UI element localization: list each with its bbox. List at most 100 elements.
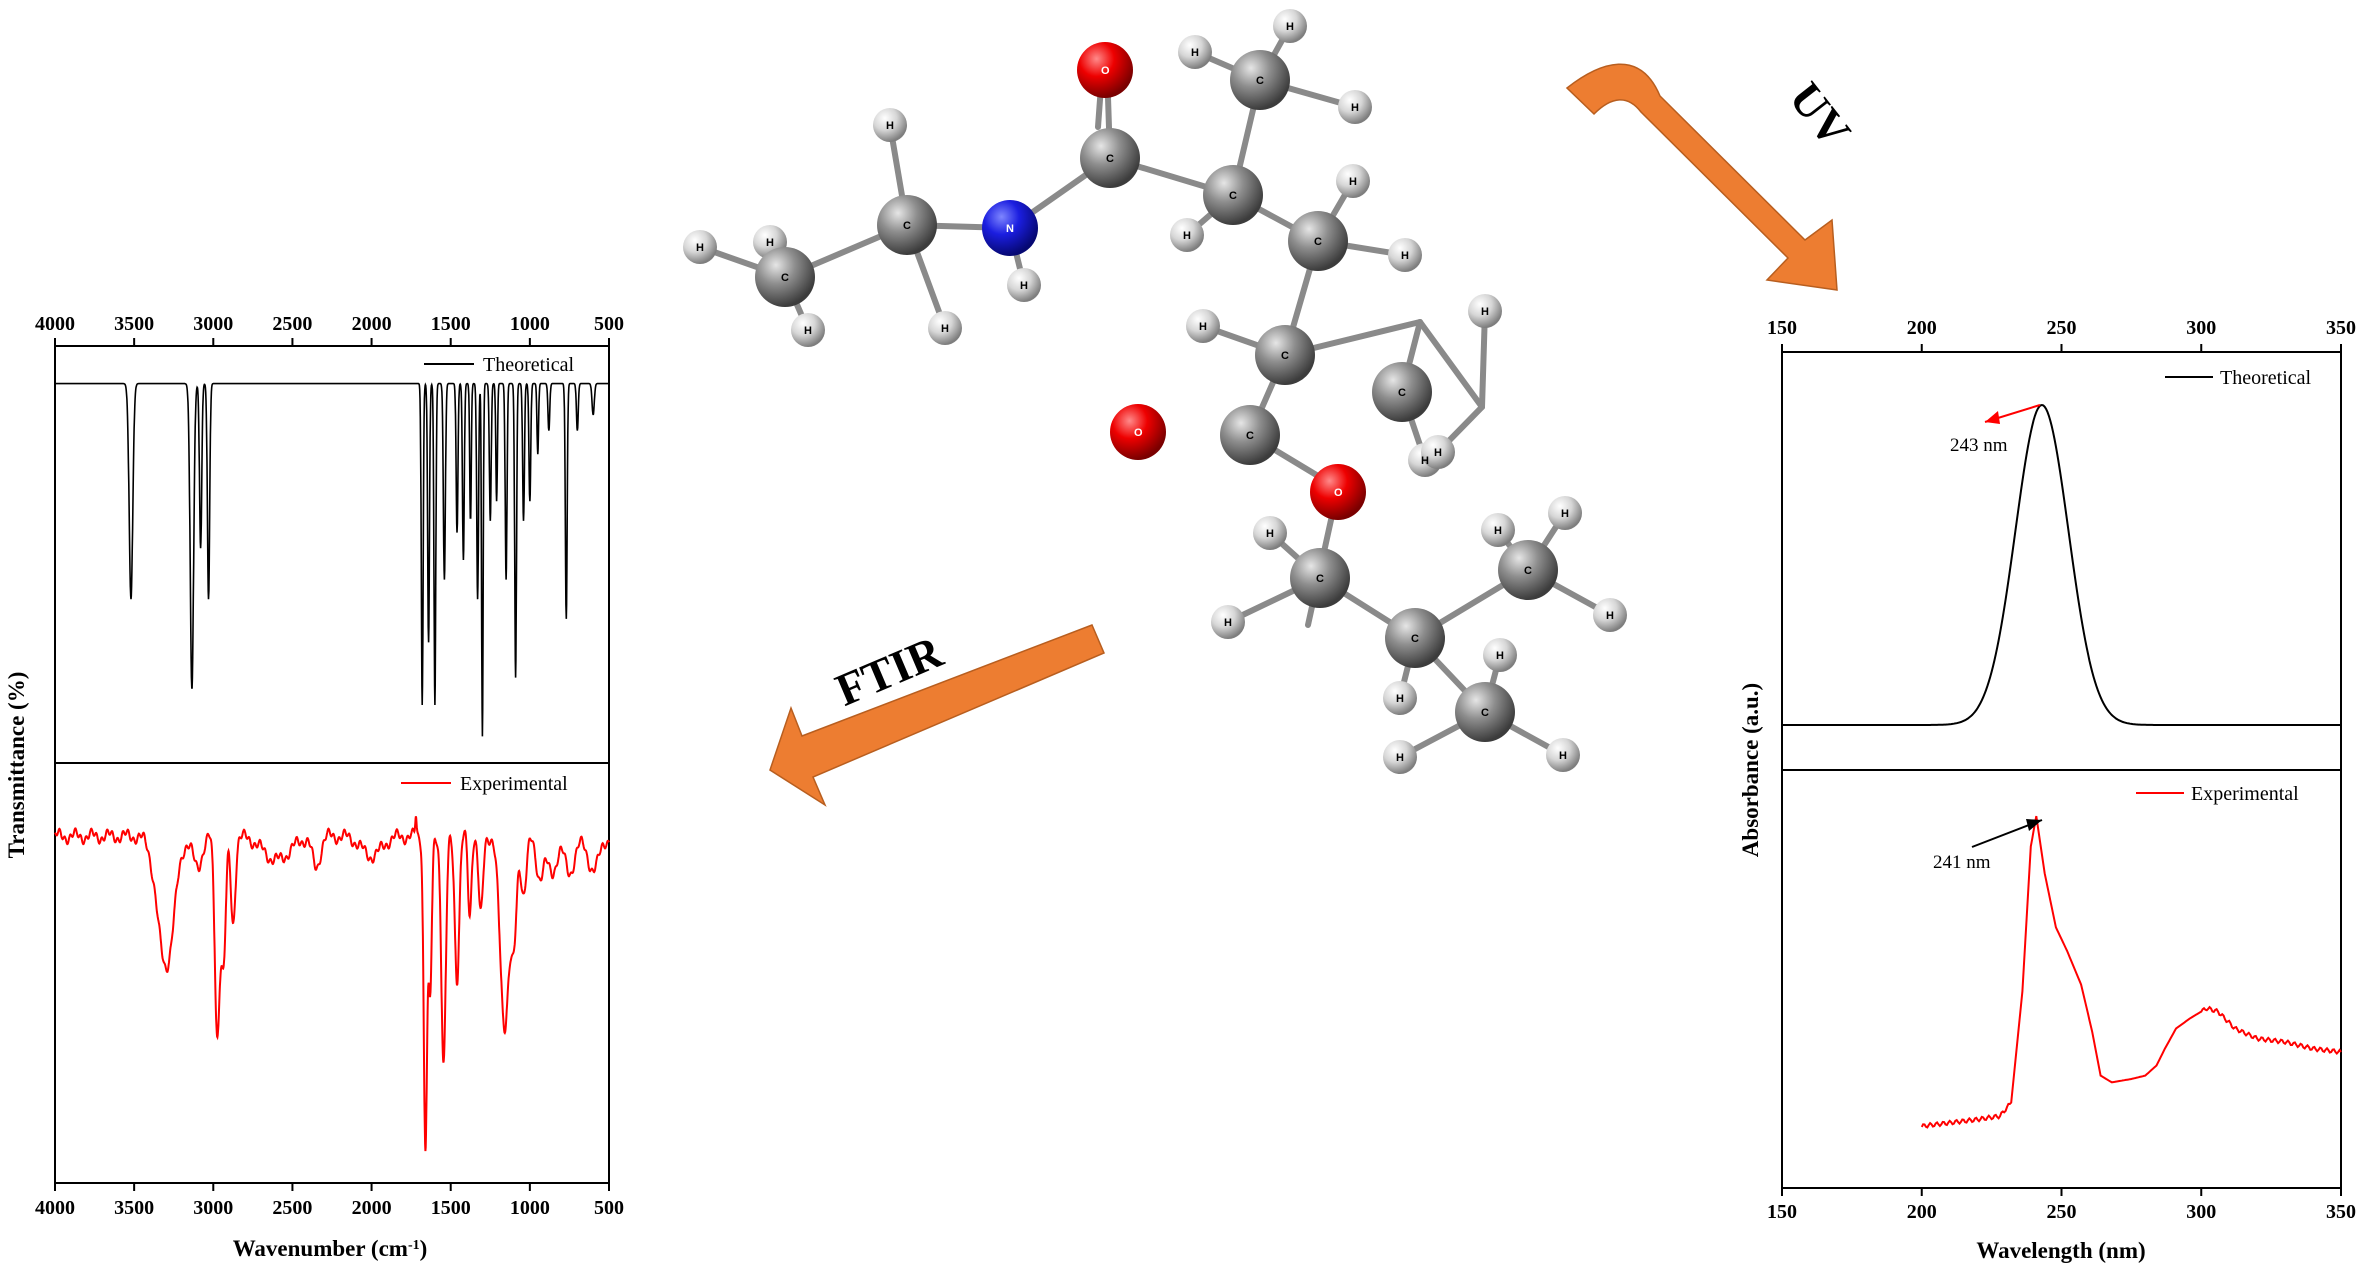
svg-text:H: H [1561,508,1569,520]
ftir-top-tick-label: 3000 [193,313,233,335]
ftir-top-tick-label: 1000 [510,313,550,335]
uv-bottom-tick-label: 350 [2326,1201,2356,1223]
ftir-bottom-tick-label: 1500 [431,1197,471,1219]
ftir-series [54,382,610,1152]
uv-annotation-theoretical: 243 nm [1950,435,2008,456]
svg-text:H: H [1224,617,1232,629]
svg-text:O: O [1134,427,1143,439]
svg-text:H: H [1286,21,1294,33]
svg-text:C: C [1246,430,1254,442]
svg-text:C: C [1281,350,1289,362]
ftir-arrow: FTIR [769,624,1105,807]
svg-text:H: H [1020,280,1028,292]
uv-bottom-tick-labels: 150 200 250 300 350 [1767,1188,2356,1223]
svg-text:H: H [1434,447,1442,459]
svg-text:H: H [1496,650,1504,662]
svg-text:H: H [1191,47,1199,59]
uv-legend-theoretical: Theoretical [2220,367,2311,389]
svg-text:H: H [696,242,704,254]
uv-x-axis-title: Wavelength (nm) [1976,1238,2145,1263]
svg-text:C: C [1398,387,1406,399]
svg-text:H: H [1606,610,1614,622]
svg-text:C: C [1106,153,1114,165]
molecule-atoms [683,9,1627,774]
svg-text:H: H [1421,455,1429,467]
svg-text:O: O [1334,487,1343,499]
ftir-bottom-tick-label: 1000 [510,1197,550,1219]
ftir-x-axis-title: Wavenumber (cm-1) [233,1236,428,1261]
svg-text:H: H [1559,750,1567,762]
uv-series [1782,403,2342,1129]
ftir-arrow-shape [769,624,1105,807]
svg-text:C: C [1481,707,1489,719]
uv-annotation-arrowhead-experimental [2026,819,2042,831]
svg-text:H: H [1396,752,1404,764]
ftir-bottom-tick-label: 4000 [35,1197,75,1219]
uv-top-tick-label: 250 [2047,317,2077,339]
uv-series-experimental [1920,815,2342,1129]
uv-legend-experimental: Experimental [2191,783,2299,805]
svg-text:H: H [1494,525,1502,537]
uv-top-tick-label: 350 [2326,317,2356,339]
svg-text:O: O [1101,65,1110,77]
svg-text:C: C [903,220,911,232]
svg-text:H: H [1183,230,1191,242]
ftir-top-tick-label: 2000 [352,313,392,335]
svg-text:C: C [1524,565,1532,577]
ftir-legend-experimental: Experimental [460,773,568,795]
ftir-legend-theoretical: Theoretical [483,354,574,376]
svg-text:C: C [1411,633,1419,645]
uv-annotation-arrowhead-theoretical [1985,411,2000,424]
svg-text:H: H [1349,176,1357,188]
ftir-top-tick-label: 4000 [35,313,75,335]
ftir-series-theoretical [55,382,609,737]
ftir-top-tick-label: 3500 [114,313,154,335]
ftir-top-tick-labels: 4000 3500 3000 2500 2000 1500 1000 500 [35,313,624,346]
ftir-top-tick-label: 500 [594,313,624,335]
uv-chart: 150 200 250 300 350 150 200 250 300 350 Theoreti… [1738,317,2356,1263]
ftir-bottom-tick-labels: 4000 3500 3000 2500 2000 1500 1000 500 [35,1183,624,1219]
svg-text:H: H [1351,102,1359,114]
molecule-bonds [697,23,1613,760]
ftir-bottom-tick-label: 500 [594,1197,624,1219]
ftir-top-tick-label: 2500 [272,313,312,335]
uv-bottom-panel-frame [1781,769,2342,1189]
ftir-bottom-tick-label: 3500 [114,1197,154,1219]
svg-text:C: C [1316,573,1324,585]
svg-text:H: H [766,237,774,249]
ftir-bottom-tick-label: 2500 [272,1197,312,1219]
uv-annotation-experimental: 241 nm [1933,852,1991,873]
uv-bottom-tick-label: 150 [1767,1201,1797,1223]
svg-text:C: C [781,272,789,284]
uv-bottom-tick-label: 250 [2047,1201,2077,1223]
ftir-bottom-tick-label: 2000 [352,1197,392,1219]
uv-bottom-tick-label: 200 [1907,1201,1937,1223]
svg-text:N: N [1006,223,1014,235]
ftir-chart: 4000 3500 3000 2500 2000 1500 1000 500 4000 3500… [4,313,624,1261]
ftir-series-experimental [54,816,610,1152]
uv-top-tick-labels: 150 200 250 300 350 [1767,317,2356,352]
svg-text:C: C [1314,236,1322,248]
svg-text:C: C [1229,190,1237,202]
ftir-top-tick-label: 1500 [431,313,471,335]
uv-bottom-tick-label: 300 [2186,1201,2216,1223]
uv-top-tick-label: 300 [2186,317,2216,339]
uv-arrow: UV [1565,63,1861,291]
ftir-bottom-panel-frame [54,762,610,1184]
svg-text:H: H [804,325,812,337]
svg-text:H: H [1199,321,1207,333]
svg-text:H: H [1396,693,1404,705]
svg-text:H: H [886,120,894,132]
ftir-bottom-tick-label: 3000 [193,1197,233,1219]
svg-text:C: C [1256,75,1264,87]
svg-text:H: H [1401,250,1409,262]
uv-arrow-shape [1565,63,1838,291]
uv-top-panel-frame [1781,351,2342,771]
uv-top-tick-label: 150 [1767,317,1797,339]
svg-text:H: H [941,323,949,335]
svg-text:H: H [1266,528,1274,540]
uv-top-tick-label: 200 [1907,317,1937,339]
